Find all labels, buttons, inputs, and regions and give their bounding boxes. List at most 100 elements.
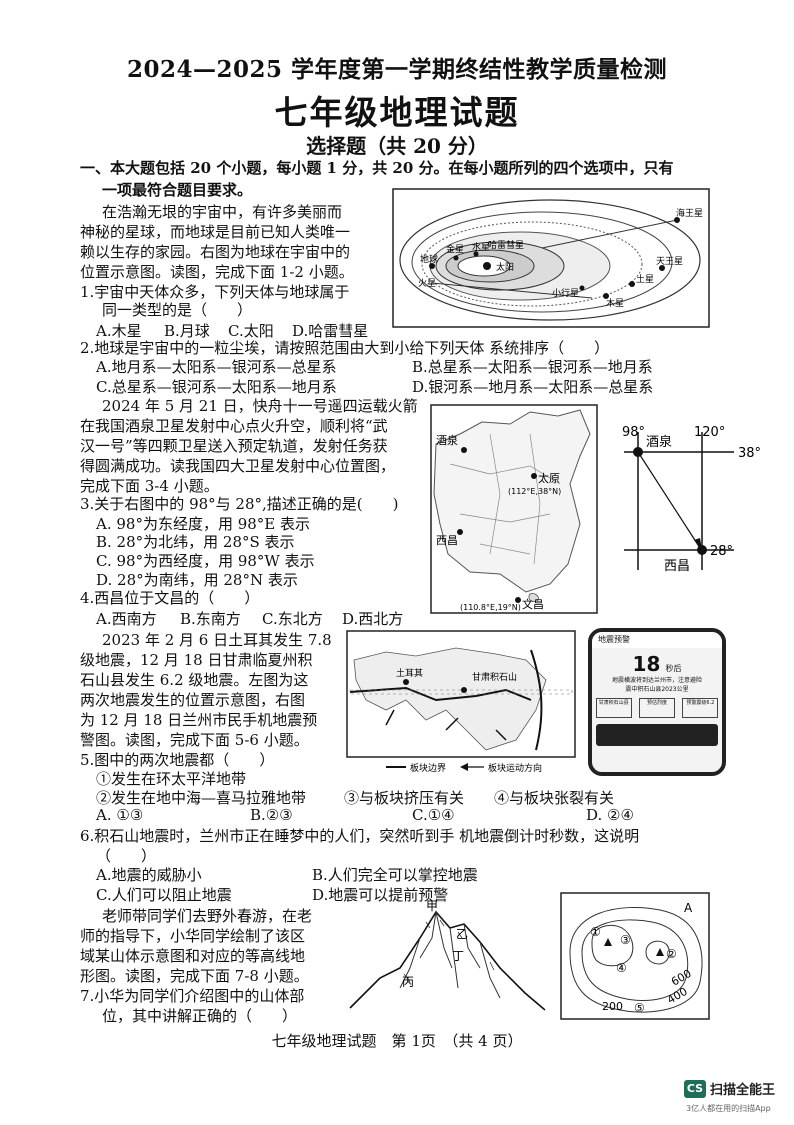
q4-stem: 4.西昌位于文昌的（ ） (80, 589, 260, 607)
exam-title: 七年级地理试题 (274, 93, 520, 132)
q2-option-b: B.总星系—太阳系—银河系—地月系 (412, 358, 653, 376)
q5-statement-4: ④与板块张裂有关 (494, 789, 615, 807)
page-footer: 七年级地理试题 第 1页 （共 4 页） (271, 1032, 523, 1050)
instruction-line-2: 一项最符合题目要求。 (102, 181, 253, 199)
china-wenchang-coord: (110.8°E,19°N) (460, 603, 521, 612)
q6-option-d: D.地震可以提前预警 (312, 886, 449, 904)
intro2-line-4: 得圆满成功。读我国四大卫星发射中心位置图， (80, 457, 396, 475)
china-taiyuan: 太原 (538, 472, 560, 485)
q4-option-c: C.东北方 (262, 610, 323, 628)
latlon-grid: 98° 120° 38° 28° 酒泉 西昌 (622, 425, 761, 574)
map-jishishan: 甘肃积石山 (472, 671, 517, 683)
phone-box-intensity: 预估烈度 (638, 698, 675, 718)
q7-stem-2: 位，其中讲解正确的（ ） (102, 1007, 298, 1025)
phone-box-location: 甘肃积石山县 (595, 698, 632, 718)
scanner-tagline: 3亿人都在用的扫描App (686, 1104, 771, 1113)
contour-5: ⑤ (634, 1001, 645, 1015)
q3-option-a: A. 98°为东经度，用 98°E 表示 (96, 515, 311, 533)
q1-option-c: C.太阳 (228, 322, 274, 340)
intro3-line-2: 级地震，12 月 18 日甘肃临夏州积 (80, 651, 313, 669)
label-asteroid: 小行星 (552, 287, 579, 299)
intro4-line-4: 形图。读图，完成下面 7-8 小题。 (80, 967, 309, 985)
grid-xichang: 西昌 (664, 559, 690, 574)
legend-boundary: 板块边界 (410, 762, 446, 774)
mountain-ding: 丁 (452, 949, 464, 963)
contour-2: ② (666, 947, 677, 961)
q2-stem: 2.地球是宇宙中的一粒尘埃，请按照范围由大到小给下列天体 系统排序（ ） (80, 339, 610, 357)
q1-stem-2: 同一类型的是（ ） (102, 301, 253, 319)
q5-option-b: B.②③ (250, 806, 293, 824)
intro2-line-3: 汉一号”等四颗卫星送入预定轨道，发射任务获 (80, 437, 388, 455)
label-venus: 金星 (446, 243, 464, 255)
intro4-line-1: 老师带同学们去野外春游，在老 (102, 907, 313, 925)
mountain-bing: 丙 (402, 975, 414, 989)
contour-A: A (684, 901, 693, 915)
label-jupiter: 木星 (606, 297, 624, 309)
q5-option-c: C.①④ (412, 806, 455, 824)
phone-countdown: 18 (632, 652, 661, 676)
q1-option-b: B.月球 (164, 322, 210, 340)
label-halley: 哈雷彗星 (488, 239, 524, 251)
q3-option-d: D. 28°为南纬，用 28°N 表示 (96, 571, 298, 589)
intro1-line-1: 在浩瀚无垠的宇宙中，有许多美丽而 (102, 203, 343, 221)
scanner-logo-icon: CS (684, 1080, 706, 1098)
q2-option-d: D.银河系—地月系—太阳系—总星系 (412, 378, 654, 396)
q2-option-a: A.地月系—太阳系—银河系—总星系 (96, 358, 337, 376)
q6-option-a: A.地震的威胁小 (96, 866, 202, 884)
q5-option-a: A. ①③ (96, 806, 144, 824)
grid-lat-bottom: 28° (710, 544, 733, 559)
mountain-yi: 乙 (456, 927, 468, 941)
label-earth: 地球 (420, 253, 438, 265)
contour-1: ① (590, 925, 601, 939)
phone-message-2: 震中积石山县2023公里 (625, 686, 689, 693)
section-title: 选择题（共 20 分） (306, 134, 488, 158)
contour-4: ④ (616, 961, 627, 975)
q3-option-c: C. 98°为西经度，用 98°W 表示 (96, 552, 315, 570)
intro1-line-2: 神秘的星球，而地球是目前已知人类唯一 (80, 223, 351, 241)
phone-box-magnitude: 预警震级6.2 (682, 698, 719, 718)
q5-option-d: D. ②④ (586, 806, 634, 824)
q6-option-c: C.人们可以阻止地震 (96, 886, 232, 904)
intro3-line-6: 警图。读图，完成下面 5-6 小题。 (80, 731, 309, 749)
contour-map: A ① ② ③ ④ ⑤ 200 400 600 (560, 892, 710, 1020)
mountain-jia: 甲 (426, 899, 438, 913)
intro4-line-2: 师的指导下，小华同学绘制了该区 (80, 927, 306, 945)
q6-stem: 6.积石山地震时，兰州市正在睡梦中的人们，突然听到手 机地震倒计时秒数，这说明 (80, 827, 640, 845)
intro2-line-5: 完成下面 3-4 小题。 (80, 477, 219, 495)
q5-stem: 5.图中的两次地震都（ ） (80, 751, 275, 769)
intro1-line-3: 赖以生存的家园。右图为地球在宇宙中的 (80, 243, 351, 261)
q2-option-c: C.总星系—银河系—太阳系—地月系 (96, 378, 337, 396)
label-saturn: 土星 (636, 273, 654, 285)
china-taiyuan-coord: (112°E,38°N) (508, 487, 561, 496)
phone-warning-banner (596, 724, 718, 746)
china-launch-map: 酒泉 太原 (112°E,38°N) 西昌 文昌 (110.8°E,19°N) (430, 404, 598, 614)
grid-jiuquan: 酒泉 (646, 434, 672, 450)
earthquake-plate-map: 土耳其 甘肃积石山 板块边界 板块运动方向 (346, 630, 576, 774)
phone-header: 地震预警 (592, 632, 722, 648)
q5-statement-3: ③与板块挤压有关 (344, 789, 465, 807)
grid-lat-top: 38° (738, 446, 761, 461)
contour-3: ③ (620, 933, 631, 947)
q4-option-d: D.西北方 (342, 610, 404, 628)
phone-countdown-unit: 秒后 (665, 664, 682, 673)
intro4-line-3: 域某山体示意图和对应的等高线地 (80, 947, 306, 965)
intro3-line-4: 两次地震发生的位置示意图，右图 (80, 691, 306, 709)
china-jiuquan: 酒泉 (436, 433, 458, 447)
label-neptune: 海王星 (676, 207, 703, 219)
instruction-line-1: 一、本大题包括 20 个小题，每小题 1 分，共 20 分。在每小题所列的四个选… (80, 159, 674, 177)
q5-statement-2: ②发生在地中海—喜马拉雅地带 (96, 789, 307, 807)
legend-motion: 板块运动方向 (488, 762, 542, 774)
grid-lon-left: 98° (622, 425, 645, 440)
q7-stem-1: 7.小华为同学们介绍图中的山体部 (80, 987, 305, 1005)
contour-200: 200 (602, 1000, 623, 1013)
map-turkey: 土耳其 (396, 667, 423, 679)
q6-paren: （ ） (96, 847, 157, 865)
q4-option-b: B.东南方 (180, 610, 241, 628)
intro2-line-1: 2024 年 5 月 21 日，快舟十一号遥四运载火箭 (102, 397, 418, 415)
phone-message-1: 地震横波将到达兰州市，注意避险 (611, 677, 702, 684)
label-uranus: 天王星 (656, 256, 683, 267)
q6-option-b: B.人们完全可以掌控地震 (312, 866, 478, 884)
q1-option-a: A.木星 (96, 322, 142, 340)
q1-option-d: D.哈雷彗星 (292, 322, 369, 340)
q3-option-b: B. 28°为北纬，用 28°S 表示 (96, 533, 295, 551)
